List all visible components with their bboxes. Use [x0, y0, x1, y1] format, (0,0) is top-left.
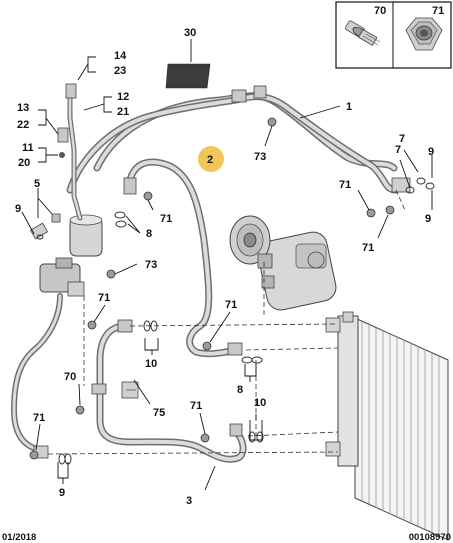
- callout-71-mid: 71: [225, 299, 237, 311]
- part-30-pad: 30: [165, 27, 211, 89]
- callout-7-lower: 7: [395, 144, 401, 156]
- footer-reference: 00108970: [409, 532, 451, 543]
- callout-1: 1: [346, 101, 352, 113]
- callout-75: 75: [153, 407, 165, 419]
- callout-13: 13: [17, 102, 29, 114]
- valve-core: [57, 127, 69, 143]
- pipe-2: [123, 158, 243, 358]
- callout-8-upper: 8: [146, 228, 152, 240]
- callout-30: 30: [184, 27, 196, 39]
- callout-7-upper: 7: [399, 133, 405, 145]
- condenser: [325, 311, 449, 541]
- callout-14: 14: [114, 50, 127, 62]
- callout-71-bottom-left: 71: [33, 412, 45, 424]
- callout-10-lower: 10: [254, 397, 266, 409]
- callout-11: 11: [22, 142, 34, 154]
- pipe-1-end-fitting: [391, 177, 411, 193]
- footer-date: 01/2018: [2, 532, 36, 543]
- callout-23: 23: [114, 65, 126, 77]
- callout-71-bottom: 71: [190, 400, 202, 412]
- callout-9-right-bottom: 9: [425, 213, 431, 225]
- hardware-label-71: 71: [432, 5, 444, 17]
- pipe-left-liquid-line: [11, 293, 63, 459]
- callout-71-right: 71: [339, 179, 351, 191]
- expansion-valve-block: [39, 257, 85, 297]
- callout-9-bottom: 9: [59, 487, 65, 499]
- callout-21: 21: [117, 106, 129, 118]
- callout-71-center: 71: [160, 213, 172, 225]
- bolt-icon: [345, 20, 381, 46]
- fasteners: [29, 117, 395, 460]
- compressor: [229, 215, 337, 311]
- callout-73-upper: 73: [254, 151, 266, 163]
- pressure-switch: [65, 83, 77, 99]
- hardware-box: 70 71: [335, 1, 452, 69]
- callout-70: 70: [64, 371, 76, 383]
- callout-9-left: 9: [15, 203, 21, 215]
- bracket-75: [121, 381, 139, 399]
- pipe-1: [66, 85, 411, 194]
- callout-71-right-lower: 71: [362, 242, 374, 254]
- accumulator: [57, 83, 103, 257]
- callout-9-right-top: 9: [428, 146, 434, 158]
- callout-22: 22: [17, 119, 29, 131]
- callout-10-upper: 10: [145, 358, 157, 370]
- callout-2: 2: [207, 154, 213, 166]
- hardware-label-70: 70: [374, 5, 386, 17]
- callout-5: 5: [34, 178, 40, 190]
- pipe-3: [91, 319, 247, 463]
- o-rings: [36, 177, 435, 465]
- sensor-5: [29, 213, 61, 240]
- leader-lines: [21, 56, 433, 491]
- callout-labels: 1 2 3 5 7 7 8 8 9 9 9 9 10 10 11 12 13 1…: [15, 50, 434, 507]
- callout-20: 20: [18, 157, 30, 169]
- flange-nut-icon: [405, 17, 443, 51]
- callout-73-lower: 73: [145, 259, 157, 271]
- callout-3: 3: [186, 495, 192, 507]
- callout-12: 12: [117, 91, 129, 103]
- callout-71-left: 71: [98, 292, 110, 304]
- callout-2-highlight: [198, 146, 224, 172]
- callout-8-lower: 8: [237, 384, 243, 396]
- condenser-header-tank: [337, 315, 359, 467]
